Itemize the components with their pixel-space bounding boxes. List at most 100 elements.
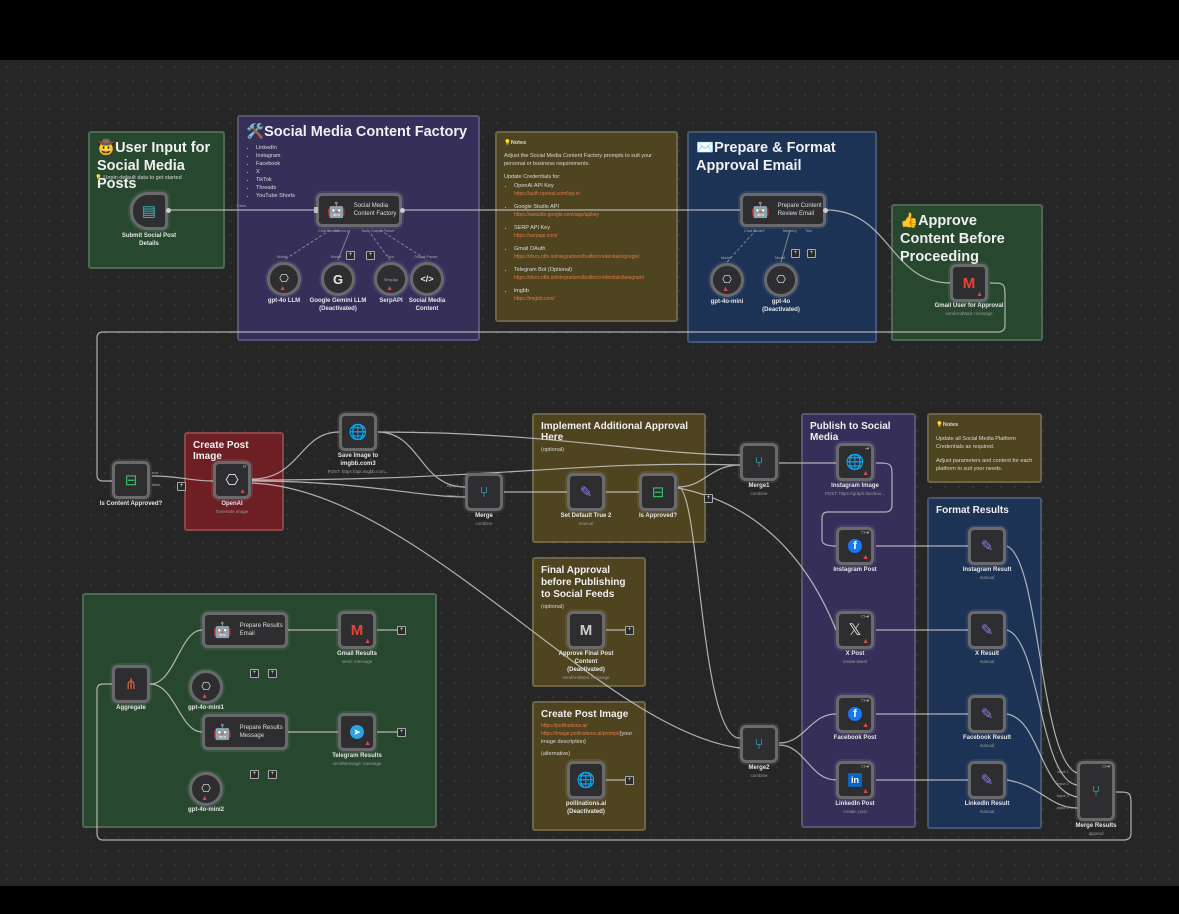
add-false-branch-button[interactable]: + <box>177 482 186 491</box>
node-approve-final-post[interactable]: M <box>567 611 605 649</box>
node-x-result[interactable]: ✎ <box>968 611 1006 649</box>
credential-link[interactable]: https://auth.openai.com/log-in <box>514 191 580 197</box>
node-label: X Result <box>974 651 999 657</box>
add-false-branch-button[interactable]: + <box>704 494 713 503</box>
sticky-subtitle: (alternative) <box>541 751 571 757</box>
node-linkedin-result[interactable]: ✎ <box>968 761 1006 799</box>
node-instagram-post[interactable]: f▲□⇥ <box>836 527 874 565</box>
pencil-icon: ✎ <box>980 705 994 723</box>
output-port[interactable] <box>823 208 828 213</box>
code-icon: </> <box>420 273 434 284</box>
openai-icon: ⎔ <box>201 782 211 795</box>
pollinations-prompt-link[interactable]: https://image.pollinations.ai/prompt/ <box>541 731 620 737</box>
node-instagram-image[interactable]: 🌐▲⇥ <box>836 443 874 481</box>
node-is-content-approved[interactable]: ⊟ <box>112 461 150 499</box>
node-sublabel: combine <box>750 773 768 778</box>
node-social-media-content-factory[interactable]: 🤖 Social Media Content Factory <box>316 193 402 227</box>
add-next-button[interactable]: + <box>625 776 634 785</box>
node-submit-social-post[interactable]: ▤ <box>130 192 168 230</box>
add-next-button[interactable]: + <box>397 626 406 635</box>
node-gmail-user-approval[interactable]: M▲ <box>950 264 988 302</box>
sticky-user-input[interactable]: 🤠User Input for Social Media Posts <box>88 131 225 269</box>
credential-link[interactable]: https://aistudio.google.com/app/apikey <box>514 212 600 218</box>
add-memory-button[interactable]: + <box>250 669 259 678</box>
node-is-approved[interactable]: ⊟ <box>639 473 677 511</box>
node-openai-generate-image[interactable]: ⎔▲⌑ <box>213 461 251 499</box>
add-tool-button[interactable]: + <box>268 770 277 779</box>
thumbs-up-emoji-icon: 👍 <box>900 213 919 229</box>
node-save-image-imgbb[interactable]: 🌐 <box>339 413 377 451</box>
node-x-post[interactable]: 𝕏▲□⇥ <box>836 611 874 649</box>
node-label: gpt-4o <box>771 299 791 305</box>
sticky-title: Create Post Image <box>193 440 249 462</box>
node-instagram-result[interactable]: ✎ <box>968 527 1006 565</box>
add-memory-button[interactable]: + <box>346 251 355 260</box>
node-facebook-post[interactable]: f▲□⇥ <box>836 695 874 733</box>
node-prepare-results-email[interactable]: 🤖 Prepare Results Email <box>202 612 288 648</box>
node-facebook-result[interactable]: ✎ <box>968 695 1006 733</box>
node-gpt4o-mini2[interactable]: ⎔▲ <box>189 772 223 806</box>
node-label: gpt-4o LLM <box>267 298 301 304</box>
sticky-title: Publish to Social Media <box>810 421 891 443</box>
add-tool-button[interactable]: + <box>268 669 277 678</box>
sticky-title: Prepare & Format Approval Email <box>696 140 836 174</box>
credential-item: OpenAI API Keyhttps://auth.openai.com/lo… <box>514 182 669 198</box>
node-aggregate[interactable]: ⋔ <box>112 665 150 703</box>
node-sublabel: combine <box>475 521 493 526</box>
credential-link[interactable]: https://imgbb.com/ <box>514 296 555 302</box>
platform-list: LinkedIn Instagram Facebook X TikTok Thr… <box>246 144 471 200</box>
node-gmail-results[interactable]: M▲ <box>338 611 376 649</box>
warning-icon: ▲ <box>976 291 983 298</box>
node-linkedin-post[interactable]: in▲□⇥ <box>836 761 874 799</box>
pollinations-link[interactable]: https://pollinations.ai/ <box>541 723 588 729</box>
bottom-bar <box>0 886 1179 914</box>
sticky-notes-credentials[interactable]: 💡Notes Adjust the Social Media Content F… <box>495 131 678 322</box>
add-next-button[interactable]: + <box>397 728 406 737</box>
node-merge2[interactable]: ⑂ <box>740 725 778 763</box>
add-memory-button[interactable]: + <box>791 249 800 258</box>
add-next-button[interactable]: + <box>625 626 634 635</box>
node-label: Instagram Result <box>962 567 1012 573</box>
add-tool-button[interactable]: + <box>807 249 816 258</box>
serpapi-icon: SerpApi <box>383 276 399 282</box>
node-sublabel: create:tweet <box>842 659 868 664</box>
node-gpt4o[interactable]: ⎔ <box>764 263 798 297</box>
node-social-media-content-parser[interactable]: </> <box>410 262 444 296</box>
node-gpt4o-mini1[interactable]: ⎔▲ <box>189 670 223 704</box>
node-merge-results[interactable]: ⑂□⇥ <box>1077 761 1115 821</box>
credential-link[interactable]: https://docs.n8n.io/integrations/builtin… <box>514 275 645 281</box>
node-label: Merge Results <box>1075 823 1117 829</box>
node-prepare-content-review-email[interactable]: 🤖 Prepare Content Review Email <box>740 193 826 227</box>
node-label: gpt-4o-mini2 <box>188 807 224 813</box>
input-port[interactable] <box>314 207 318 213</box>
node-label: Set Default True 2 <box>560 513 612 519</box>
add-tool-button[interactable]: + <box>366 251 375 260</box>
node-google-gemini[interactable]: G <box>321 262 355 296</box>
node-label: OpenAI <box>221 501 243 507</box>
node-merge1[interactable]: ⑂ <box>740 443 778 481</box>
warning-icon: ▲ <box>862 638 869 645</box>
output-port[interactable] <box>400 208 405 213</box>
credential-link[interactable]: https://serpapi.com/ <box>514 233 558 239</box>
node-merge[interactable]: ⑂ <box>465 473 503 511</box>
node-set-default-true[interactable]: ✎ <box>567 473 605 511</box>
node-gpt4o-mini[interactable]: ⎔▲ <box>710 263 744 297</box>
port-label: Output Parser <box>414 255 438 259</box>
node-gpt4o-llm[interactable]: ⎔▲ <box>267 262 301 296</box>
sticky-notes-platforms[interactable]: 💡Notes Update all Social Media Platform … <box>927 413 1042 483</box>
node-prepare-results-message[interactable]: 🤖 Prepare Results Message <box>202 714 288 750</box>
tools-emoji-icon: 🛠️ <box>246 124 265 140</box>
node-serpapi[interactable]: SerpApi▲ <box>374 262 408 296</box>
node-label: gpt-4o-mini1 <box>188 705 224 711</box>
globe-icon: 🌐 <box>348 423 368 441</box>
node-telegram-results[interactable]: ➤▲ <box>338 713 376 751</box>
node-pollinations[interactable]: 🌐 <box>567 761 605 799</box>
port-label: Tool <box>805 229 812 233</box>
sticky-title: Implement Additional Approval Here <box>541 421 689 443</box>
credential-link[interactable]: https://docs.n8n.io/integrations/builtin… <box>514 254 640 260</box>
add-memory-button[interactable]: + <box>250 770 259 779</box>
output-port[interactable] <box>166 208 171 213</box>
sticky-subtitle: (optional) <box>541 604 564 610</box>
credential-item: Telegram Bot (Optional)https://docs.n8n.… <box>514 266 669 282</box>
